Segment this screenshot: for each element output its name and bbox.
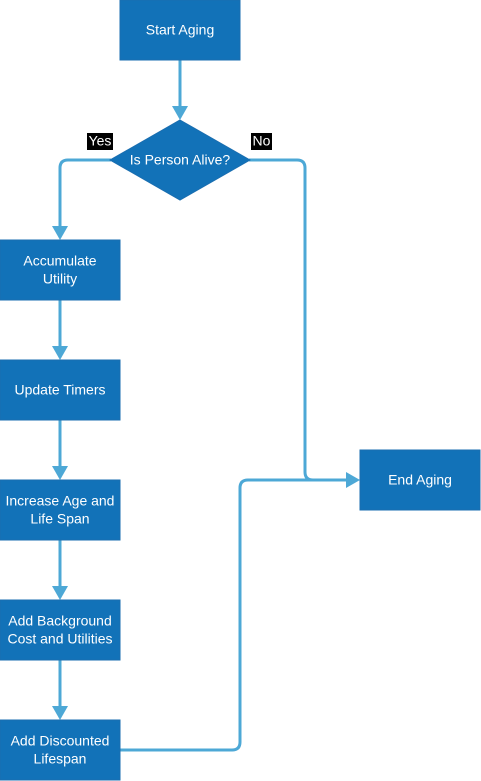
edge-labels: Yes No xyxy=(87,133,272,150)
edges xyxy=(52,60,360,752)
yes-label: Yes xyxy=(89,133,112,149)
node-start-aging: Start Aging xyxy=(119,0,241,61)
arrow-head xyxy=(346,472,360,488)
edge-no-to-end xyxy=(249,158,348,482)
node-start-aging-shape xyxy=(119,0,241,61)
arrow-head xyxy=(52,706,68,720)
node-add-discounted: Add Discounted Lifespan xyxy=(0,719,121,781)
node-increase-age: Increase Age and Life Span xyxy=(0,479,121,541)
edge-yes-to-accumulate xyxy=(58,158,111,228)
node-is-person-alive-shape xyxy=(108,119,252,201)
node-accumulate-utility: Accumulate Utility xyxy=(0,239,121,301)
node-update-timers: Update Timers xyxy=(0,359,121,421)
node-increase-age-label-line2: Life Span xyxy=(30,511,89,527)
arrow-head xyxy=(52,466,68,480)
node-add-background-shape xyxy=(0,599,121,661)
node-add-discounted-label-line2: Lifespan xyxy=(34,751,87,767)
arrow-head xyxy=(52,226,68,240)
node-add-background: Add Background Cost and Utilities xyxy=(0,599,121,661)
arrow-head xyxy=(52,346,68,360)
node-is-person-alive-label: Is Person Alive? xyxy=(130,152,231,168)
node-add-discounted-shape xyxy=(0,719,121,781)
yes-label-bg xyxy=(87,133,113,150)
node-end-aging-shape xyxy=(359,449,481,511)
node-add-background-label-line2: Cost and Utilities xyxy=(7,631,112,647)
arrow-head xyxy=(172,106,188,120)
node-end-aging-label: End Aging xyxy=(388,472,452,488)
node-increase-age-shape xyxy=(0,479,121,541)
node-update-timers-label: Update Timers xyxy=(14,382,105,398)
node-increase-age-label-line1: Increase Age and xyxy=(6,493,115,509)
node-accumulate-utility-shape xyxy=(0,239,121,301)
no-label: No xyxy=(253,133,271,149)
node-end-aging: End Aging xyxy=(359,449,481,511)
node-accumulate-utility-label-line1: Accumulate xyxy=(23,253,96,269)
node-add-background-label-line1: Add Background xyxy=(8,613,112,629)
node-accumulate-utility-label-line2: Utility xyxy=(43,271,77,287)
node-add-discounted-label-line1: Add Discounted xyxy=(11,733,110,749)
edge-discounted-to-end xyxy=(120,478,348,752)
no-label-bg xyxy=(251,133,272,150)
arrow-head xyxy=(52,586,68,600)
node-start-aging-label: Start Aging xyxy=(146,22,215,38)
node-update-timers-shape xyxy=(0,359,121,421)
node-is-person-alive: Is Person Alive? xyxy=(108,119,252,201)
